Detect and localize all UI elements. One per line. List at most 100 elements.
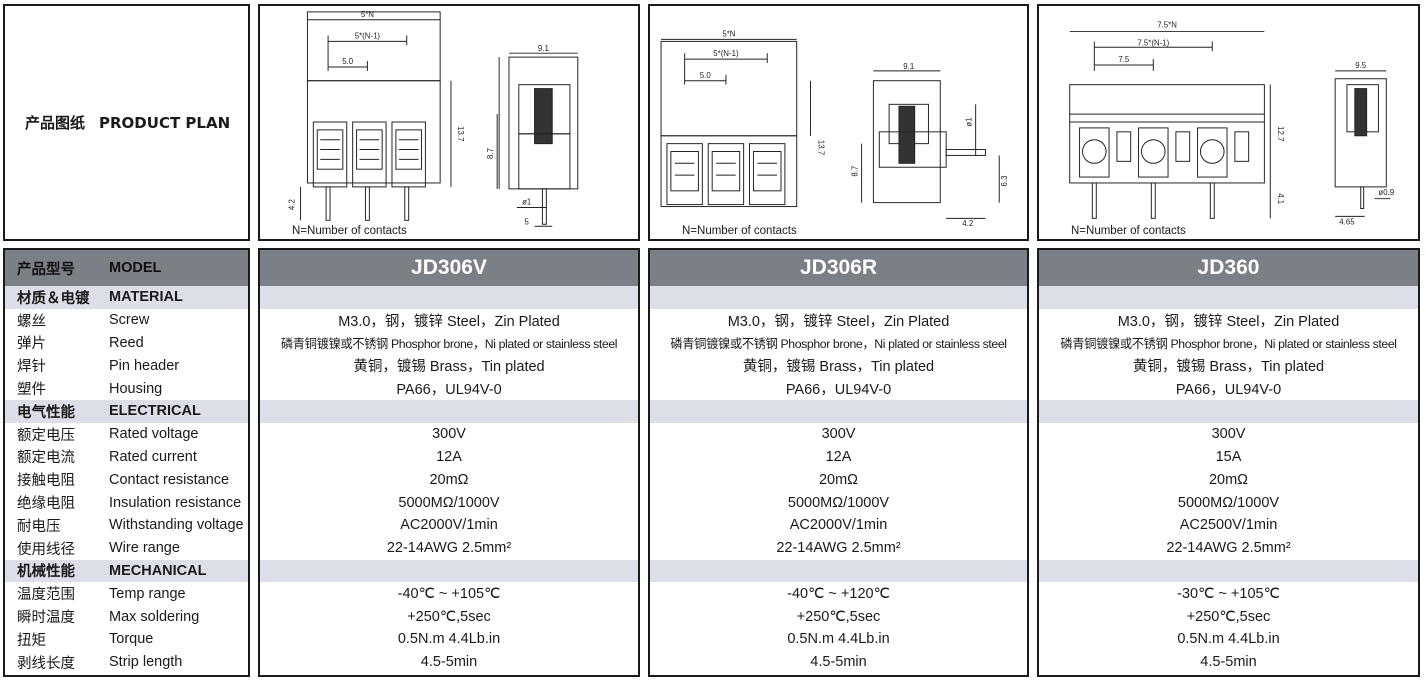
label-cn: 使用线径 [17, 541, 75, 558]
label-cn: 塑件 [17, 382, 46, 399]
spec-value: 5000MΩ/1000V [1177, 494, 1280, 511]
dim-label: ø0.9 [1378, 188, 1394, 197]
spec-value: 20mΩ [429, 471, 469, 488]
spec-value: 黄铜，镀锡 Brass，Tin plated [353, 359, 545, 376]
section-label-row: 机械性能 MECHANICAL [5, 559, 248, 583]
spec-value: 15A [1215, 448, 1242, 465]
dim-label: 9.5 [1355, 61, 1367, 70]
spec-value: +250℃,5sec [1186, 608, 1271, 625]
dim-label: 5*(N-1) [713, 49, 739, 58]
spec-value: 磷青铜镀镍或不锈钢 Phosphor brone，Ni plated or st… [280, 336, 618, 351]
spec-value: 22-14AWG 2.5mm² [1166, 540, 1291, 557]
label-cn: 材质＆电镀 [17, 290, 90, 307]
dim-label: 5*(N-1) [355, 31, 381, 40]
jd306r-plan-svg: 5*N 5*(N-1) 5.0 13.7 9.1 8.7 ø1 6.3 4.2 [660, 29, 1009, 228]
spec-label-row: 剥线长度 Strip length [5, 651, 248, 674]
dim-label: ø1 [965, 117, 974, 126]
model-header-label: 产品型号 MODEL [5, 250, 248, 286]
label-cn: 机械性能 [17, 564, 75, 581]
label-cn: 耐电压 [17, 518, 61, 535]
label-cn: 接触电阻 [17, 473, 75, 490]
spec-value: +250℃,5sec [407, 608, 491, 625]
dim-label: 7.5 [1118, 55, 1130, 64]
spec-value: M3.0，钢，镀锌 Steel，Zin Plated [1117, 313, 1340, 330]
label-en: Strip length [109, 654, 183, 671]
spec-value: 22-14AWG 2.5mm² [386, 540, 512, 557]
label-en: MODEL [109, 260, 162, 276]
spec-value: -40℃ ~ +120℃ [787, 585, 890, 602]
spec-label-row: 弹片 Reed [5, 332, 248, 355]
spec-value: 20mΩ [1208, 471, 1249, 488]
spec-value: PA66，UL94V-0 [1175, 382, 1282, 399]
spec-label-row: 额定电压 Rated voltage [5, 423, 248, 446]
spec-value: 0.5N.m 4.4Lb.in [787, 631, 890, 648]
spec-value: 5000MΩ/1000V [398, 494, 500, 511]
dim-label: 5*N [361, 10, 374, 19]
section-label-row: 电气性能 ELECTRICAL [5, 400, 248, 423]
dim-label: 4.2 [288, 199, 297, 210]
label-cn: 瞬时温度 [17, 610, 75, 627]
drawing-jd360: 7.5*N 7.5*(N-1) 7.5 12.7 4.1 9.5 ø0.9 4.… [1037, 4, 1420, 241]
section-spacer-row [260, 286, 638, 309]
spec-value: M3.0，钢，镀锌 Steel，Zin Plated [727, 313, 950, 330]
spec-value: PA66，UL94V-0 [785, 382, 892, 399]
label-en: Reed [109, 334, 144, 351]
dim-label: 5.0 [700, 71, 712, 80]
jd306v-plan-svg: 5*N 5*(N-1) 5.0 13.7 4.2 9.1 8.7 ø1 5 [288, 10, 579, 227]
section-spacer-row [650, 286, 1027, 309]
label-cn: 弹片 [17, 336, 46, 353]
label-en: Contact resistance [109, 471, 230, 488]
dim-label: 4.2 [962, 219, 973, 228]
section-spacer-row [650, 400, 1027, 423]
section-spacer-row [260, 559, 638, 583]
spec-value: 磷青铜镀镍或不锈钢 Phosphor brone，Ni plated or st… [1060, 336, 1397, 351]
spec-label-row: 接触电阻 Contact resistance [5, 468, 248, 491]
dim-label: 8.7 [486, 148, 495, 159]
label-en: Insulation resistance [109, 494, 242, 511]
section-spacer-row [1039, 559, 1418, 583]
spec-value: AC2000V/1min [789, 517, 888, 534]
label-en: MECHANICAL [109, 562, 207, 579]
label-cn: 产品型号 [17, 261, 75, 278]
label-cn: 额定电压 [17, 427, 75, 444]
drawing-caption: N=Number of contacts [682, 225, 797, 237]
label-en: Screw [109, 312, 150, 329]
product-plan-label: 产品图纸 PRODUCT PLAN [3, 4, 250, 241]
spec-value: -40℃ ~ +105℃ [397, 585, 501, 602]
label-cn: 剥线长度 [17, 655, 75, 672]
spec-value: 22-14AWG 2.5mm² [776, 540, 901, 557]
dim-label: 5*N [722, 29, 735, 38]
label-en: Rated voltage [109, 426, 199, 443]
dim-label: 13.7 [456, 126, 465, 141]
spec-value: 黄铜，镀锡 Brass，Tin plated [1132, 359, 1325, 376]
label-cn: 扭矩 [17, 632, 46, 649]
spec-value: 300V [821, 426, 856, 443]
dim-label: ø1 [522, 198, 531, 207]
spec-value: 0.5N.m 4.4Lb.in [397, 631, 501, 648]
spec-value: AC2500V/1min [1179, 517, 1278, 534]
dim-label: 7.5*N [1157, 21, 1177, 30]
label-en: Rated current [109, 448, 197, 465]
drawing-jd306r: 5*N 5*(N-1) 5.0 13.7 9.1 8.7 ø1 6.3 4.2 … [648, 4, 1029, 241]
label-en: ELECTRICAL [109, 403, 201, 420]
product-plan-cn: 产品图纸 [25, 114, 86, 132]
label-cn: 电气性能 [17, 404, 75, 421]
dim-label: 8.7 [851, 166, 860, 177]
label-cn: 绝缘电阻 [17, 496, 75, 513]
spec-value: 0.5N.m 4.4Lb.in [1177, 631, 1280, 648]
spec-value: 300V [432, 426, 466, 443]
dim-label: 9.1 [538, 44, 549, 53]
dim-label: 4.1 [1276, 193, 1285, 204]
label-cn: 温度范围 [17, 587, 75, 604]
